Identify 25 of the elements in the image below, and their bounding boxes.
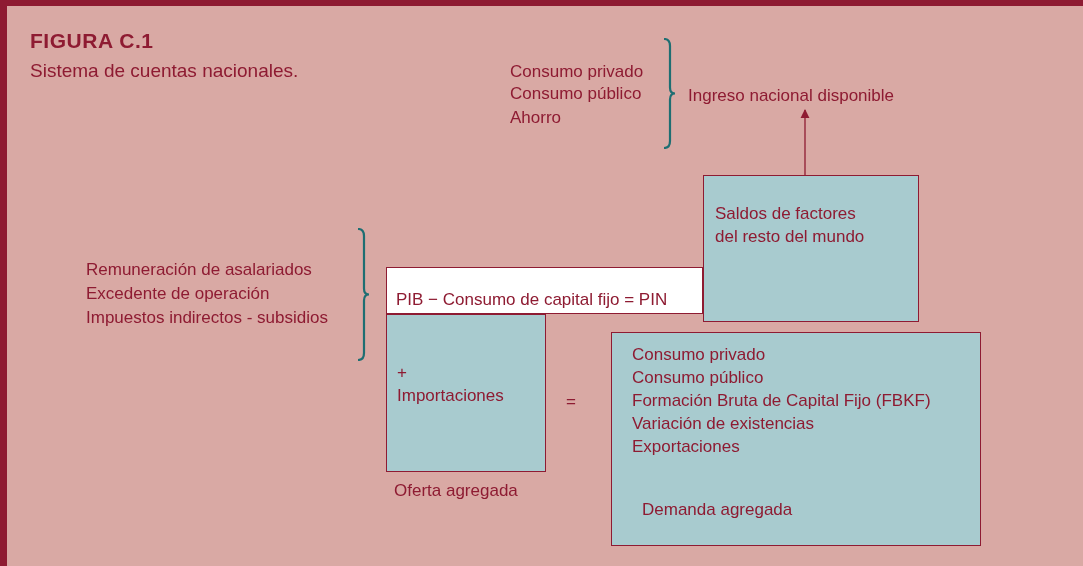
node-text: Formación Bruta de Capital Fijo (FBKF) bbox=[632, 390, 931, 412]
node-text: + bbox=[397, 362, 407, 384]
node-text: Demanda agregada bbox=[642, 499, 793, 521]
account-box bbox=[611, 332, 981, 546]
account-box bbox=[703, 175, 919, 322]
node-text: PIB − Consumo de capital fijo = PIN bbox=[396, 289, 668, 311]
text-label: Consumo público bbox=[510, 83, 642, 105]
figure-title: FIGURA C.1 bbox=[30, 30, 154, 51]
text-label: Excedente de operación bbox=[86, 283, 270, 305]
node-text: Exportaciones bbox=[632, 436, 740, 458]
node-text: Saldos de factores del resto del mundo bbox=[715, 203, 866, 248]
node-text: Variación de existencias bbox=[632, 413, 815, 435]
equation-box bbox=[386, 267, 703, 314]
figure-caption: Sistema de cuentas nacionales. bbox=[30, 61, 299, 80]
arrow bbox=[800, 109, 810, 176]
text-label: Consumo privado bbox=[510, 61, 644, 83]
text-label: = bbox=[566, 391, 576, 413]
node-text: Consumo privado bbox=[632, 344, 766, 366]
text-label: Remuneración de asalariados bbox=[86, 259, 312, 281]
text-label: Ahorro bbox=[510, 107, 562, 129]
node-text: Importaciones bbox=[397, 385, 504, 407]
node-text: Consumo público bbox=[632, 367, 764, 389]
node-caption: Oferta agregada bbox=[394, 480, 518, 502]
text-label: Impuestos indirectos - subsidios bbox=[86, 307, 328, 329]
node-text: Ingreso nacional disponible bbox=[688, 85, 895, 107]
